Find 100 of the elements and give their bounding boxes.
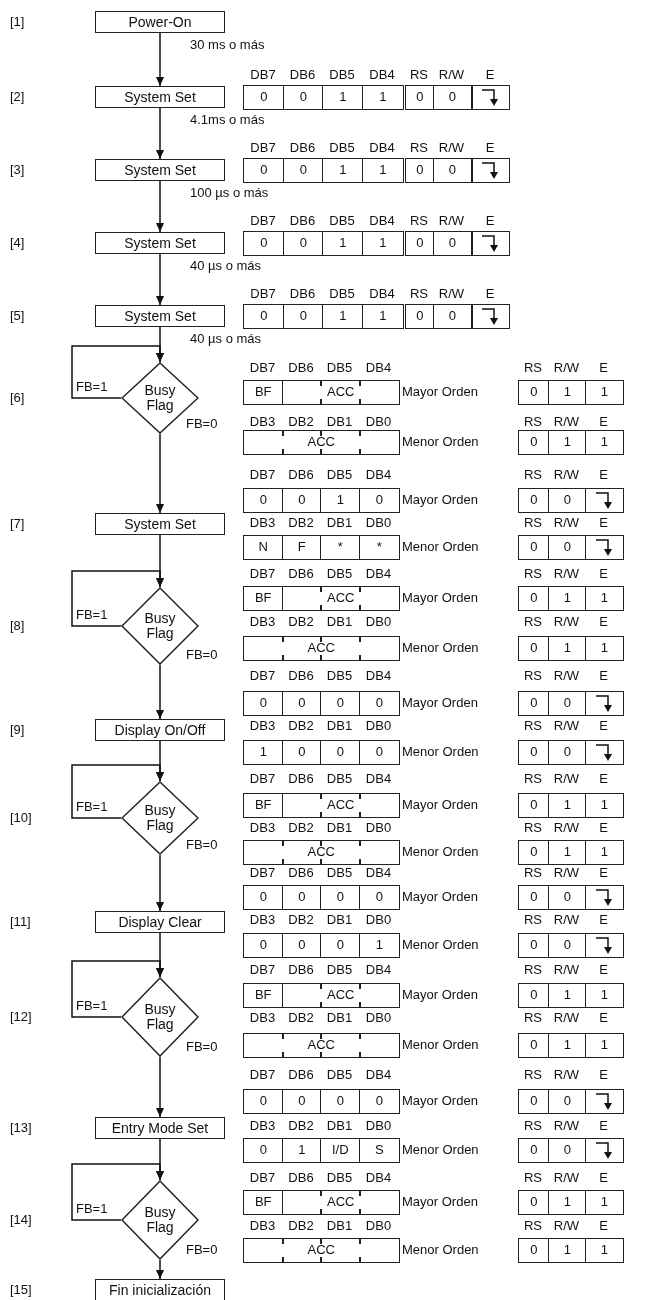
bit-name: E bbox=[598, 1218, 609, 1234]
bit-name: E bbox=[484, 67, 496, 83]
bit-name: DB0 bbox=[364, 414, 393, 430]
edge-label: FB=1 bbox=[74, 998, 110, 1013]
register-cell: 0 bbox=[243, 1138, 284, 1163]
bit-name: E bbox=[598, 467, 609, 483]
bit-name: R/W bbox=[437, 67, 466, 83]
register-cell: 1 bbox=[585, 586, 624, 611]
bit-name: E bbox=[484, 140, 496, 156]
bit-name: DB0 bbox=[364, 718, 393, 734]
bit-name: DB5 bbox=[325, 566, 354, 582]
bit-name: R/W bbox=[552, 614, 581, 630]
register-cell: 1 bbox=[548, 636, 587, 661]
bit-name: DB1 bbox=[325, 820, 354, 836]
row-label: Mayor Orden bbox=[402, 987, 479, 1004]
register-cell: 0 bbox=[405, 85, 435, 110]
step-number: [11] bbox=[10, 914, 32, 930]
process-box: System Set bbox=[95, 86, 225, 108]
bit-name: E bbox=[598, 820, 609, 836]
step-number: [8] bbox=[10, 618, 26, 634]
bit-name: E bbox=[598, 668, 609, 684]
loop-arrow bbox=[71, 345, 164, 399]
bit-name: DB7 bbox=[249, 286, 277, 302]
bit-name: DB4 bbox=[364, 467, 393, 483]
register-cell: 1 bbox=[282, 1138, 322, 1163]
bit-name: DB2 bbox=[287, 1118, 315, 1134]
bit-name: DB0 bbox=[364, 820, 393, 836]
bit-name: DB7 bbox=[248, 566, 277, 582]
register-cell: 0 bbox=[433, 85, 472, 110]
bit-name: DB3 bbox=[248, 515, 277, 531]
bit-name: DB6 bbox=[287, 360, 315, 376]
process-box: Display On/Off bbox=[95, 719, 225, 741]
bit-name: DB0 bbox=[364, 912, 393, 928]
bit-name: DB3 bbox=[248, 614, 277, 630]
bit-name: E bbox=[598, 771, 609, 787]
register-cell: 1 bbox=[362, 158, 404, 183]
row-label: Mayor Orden bbox=[402, 384, 479, 401]
bit-name: RS bbox=[522, 467, 544, 483]
register-cell: 0 bbox=[518, 840, 550, 865]
bit-name: DB2 bbox=[287, 515, 315, 531]
bit-name: DB1 bbox=[325, 1218, 354, 1234]
bit-name: DB7 bbox=[249, 67, 277, 83]
bit-name: DB7 bbox=[248, 962, 277, 978]
register-cell: 0 bbox=[320, 885, 361, 910]
bit-name: DB6 bbox=[287, 566, 315, 582]
register-cell: 0 bbox=[518, 586, 550, 611]
bit-name: DB4 bbox=[368, 213, 396, 229]
register-cell: F bbox=[282, 535, 322, 560]
edge-label: FB=0 bbox=[184, 416, 220, 431]
register-cell: 0 bbox=[320, 933, 361, 958]
bit-name: RS bbox=[522, 912, 544, 928]
register-cell: 0 bbox=[320, 1089, 361, 1114]
bit-name: RS bbox=[522, 1170, 544, 1186]
bit-name: DB5 bbox=[325, 1170, 354, 1186]
register-cell: 1 bbox=[320, 488, 361, 513]
edge-label: FB=0 bbox=[184, 647, 220, 662]
register-cell: 0 bbox=[518, 793, 550, 818]
register-cell: 0 bbox=[282, 885, 322, 910]
register-cell: 1 bbox=[548, 430, 587, 455]
bit-name: DB3 bbox=[248, 414, 277, 430]
step-number: [7] bbox=[10, 516, 26, 532]
register-cell: 0 bbox=[518, 380, 550, 405]
register-cell: 0 bbox=[548, 1138, 587, 1163]
register-cell: 1 bbox=[548, 586, 587, 611]
arrow bbox=[156, 32, 164, 87]
row-label: Mayor Orden bbox=[402, 797, 479, 814]
bit-name: R/W bbox=[552, 771, 581, 787]
register-cell: 0 bbox=[243, 885, 284, 910]
register-cell: ACC bbox=[282, 380, 400, 405]
bit-name: E bbox=[598, 962, 609, 978]
bit-name: DB7 bbox=[248, 360, 277, 376]
register-cell: 0 bbox=[243, 158, 285, 183]
register-cell: 0 bbox=[518, 1238, 550, 1263]
register-cell: 0 bbox=[359, 1089, 400, 1114]
bit-name: RS bbox=[522, 360, 544, 376]
register-cell: 0 bbox=[433, 158, 472, 183]
step-number: [15] bbox=[10, 1282, 33, 1298]
register-cell: 1 bbox=[322, 304, 364, 329]
register-cell: 1 bbox=[362, 85, 404, 110]
bit-name: DB7 bbox=[248, 1170, 277, 1186]
bit-name: DB5 bbox=[325, 962, 354, 978]
bit-name: R/W bbox=[437, 140, 466, 156]
row-label: Menor Orden bbox=[402, 937, 480, 954]
step-number: [1] bbox=[10, 14, 26, 30]
register-cell: 1 bbox=[585, 1033, 624, 1058]
register-cell: 0 bbox=[548, 885, 587, 910]
row-label: Menor Orden bbox=[402, 539, 480, 556]
edge-label: 40 µs o más bbox=[188, 258, 264, 273]
register-cell: 0 bbox=[282, 740, 322, 765]
bit-name: R/W bbox=[552, 1170, 581, 1186]
bit-name: DB7 bbox=[248, 467, 277, 483]
register-cell: 1 bbox=[548, 380, 587, 405]
bit-name: R/W bbox=[552, 820, 581, 836]
bit-name: DB3 bbox=[248, 718, 277, 734]
register-cell: 1 bbox=[548, 1033, 587, 1058]
bit-name: DB4 bbox=[368, 67, 396, 83]
register-cell: 0 bbox=[359, 691, 400, 716]
row-label: Menor Orden bbox=[402, 640, 480, 657]
bit-name: DB6 bbox=[287, 962, 315, 978]
bit-name: DB5 bbox=[325, 771, 354, 787]
